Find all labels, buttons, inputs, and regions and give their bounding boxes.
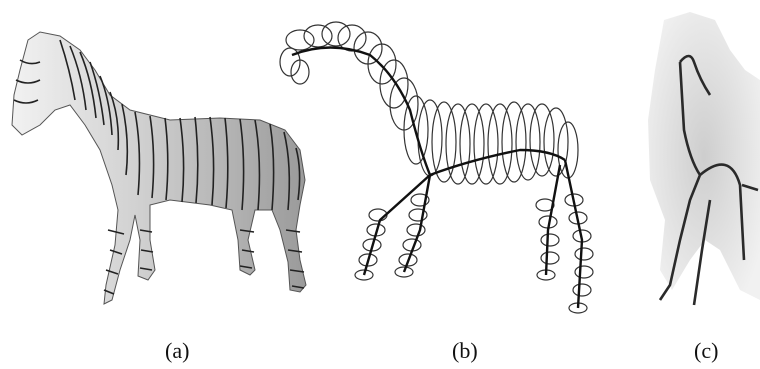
skeleton-curve [292, 48, 582, 309]
horse-body-shaded [12, 32, 306, 304]
panel-a-illustration [12, 32, 306, 304]
panel-c-illustration [648, 12, 760, 305]
panel-b-illustration [280, 22, 593, 313]
panel-a-caption: (a) [165, 338, 189, 364]
panel-c-caption: (c) [694, 338, 718, 364]
panel-b-caption: (b) [452, 338, 478, 364]
